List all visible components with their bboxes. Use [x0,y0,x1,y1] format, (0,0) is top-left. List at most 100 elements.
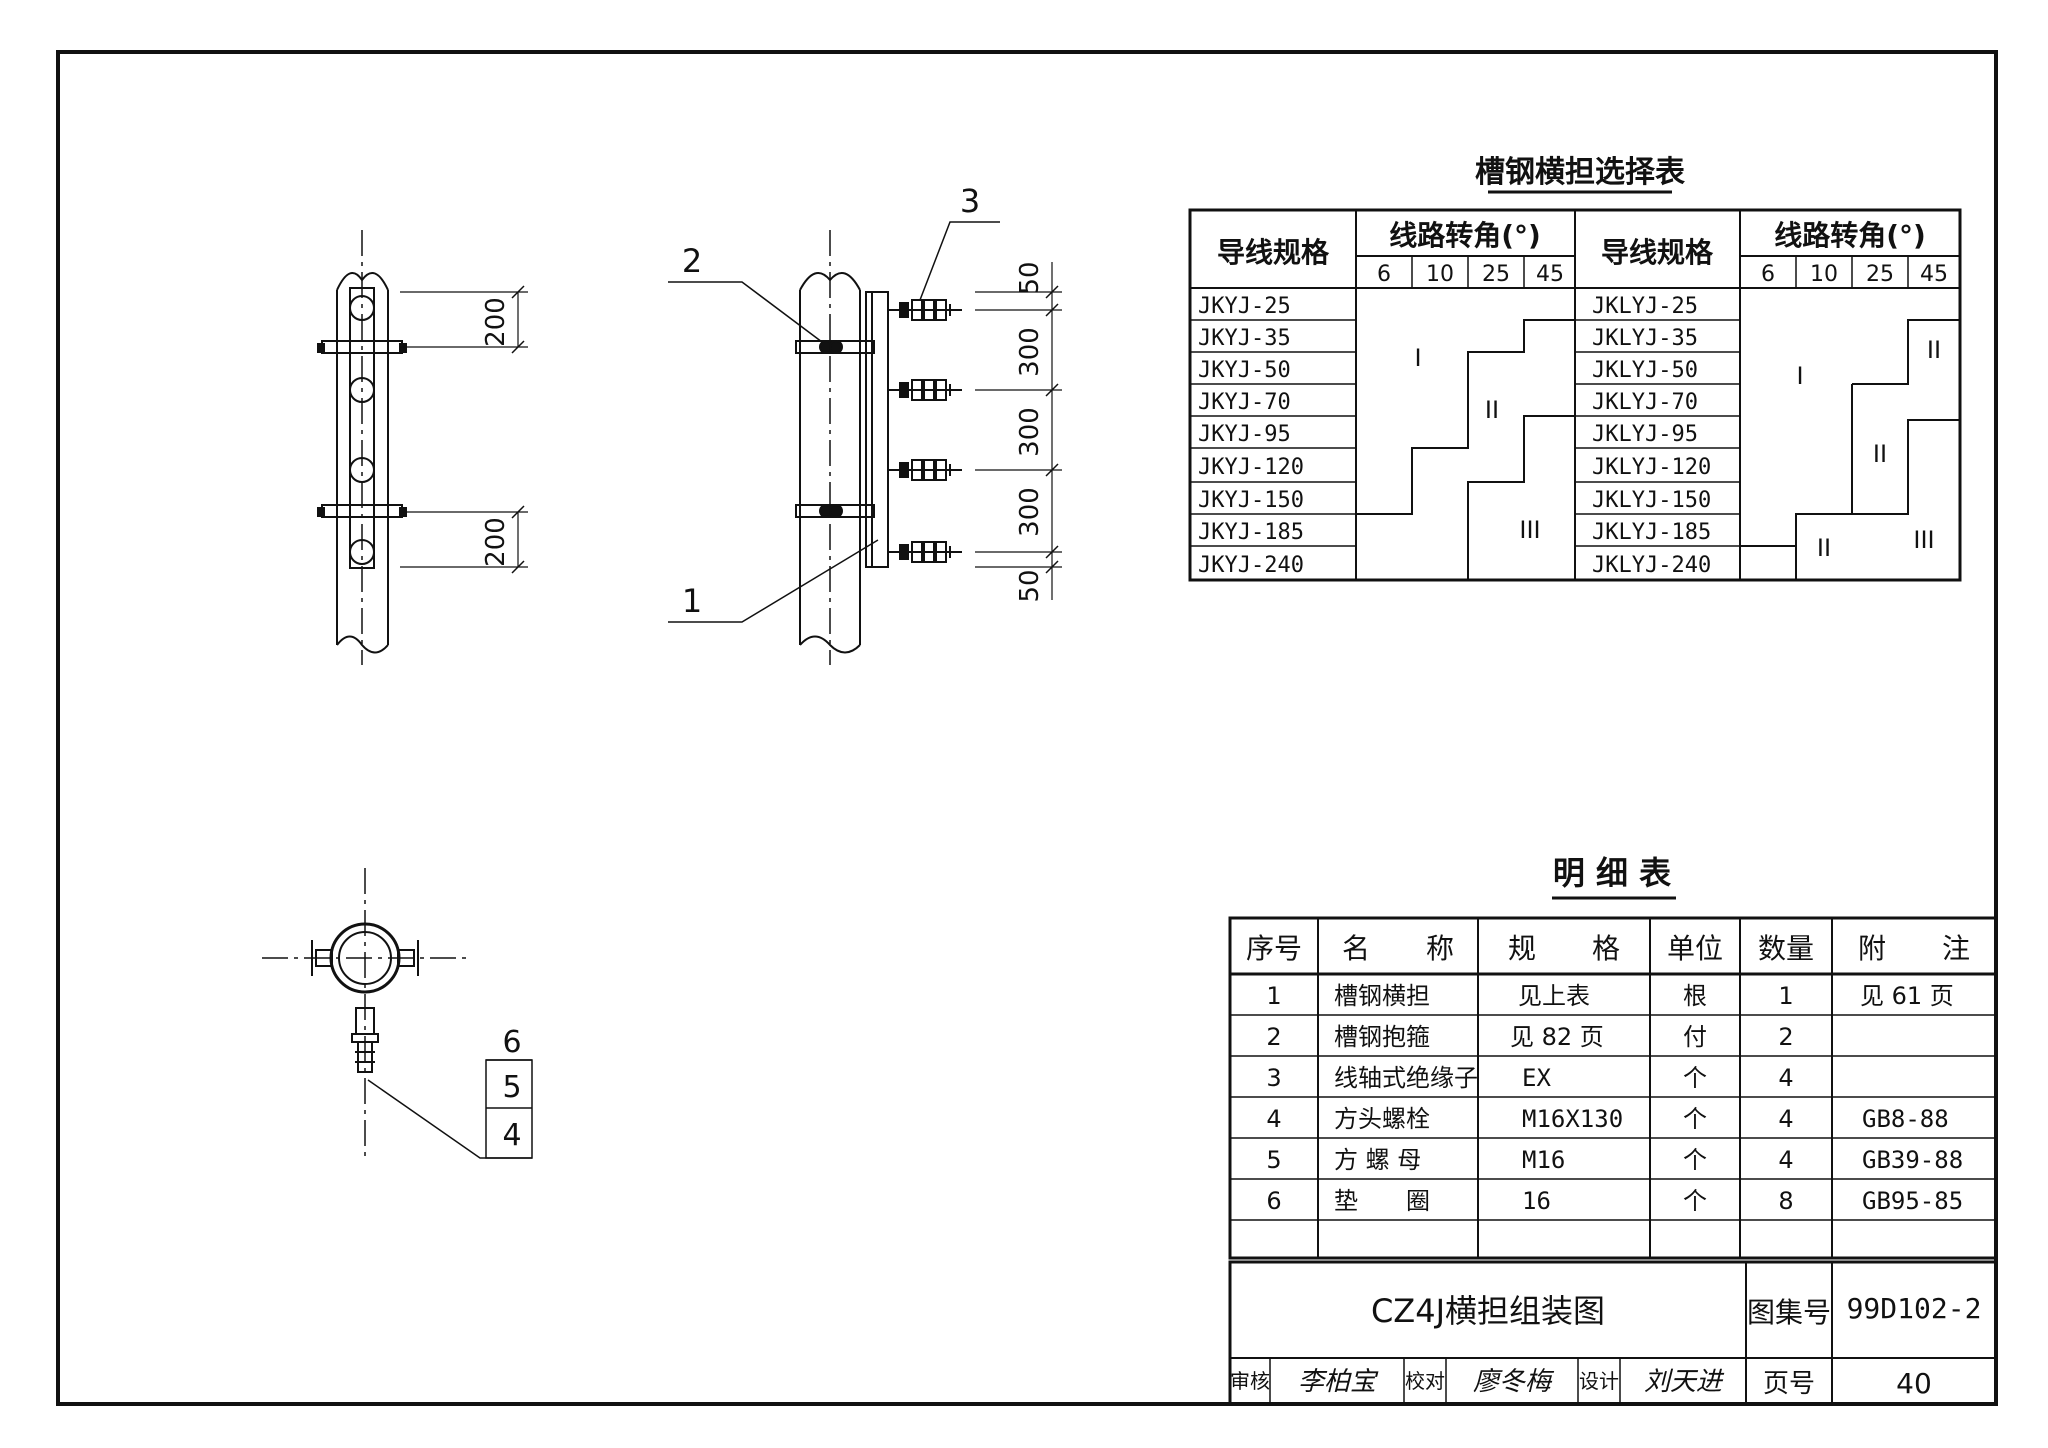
bom-cell: 见 82 页 [1510,1023,1604,1051]
spec-left: JKYJ-185 [1198,520,1304,545]
bom-cell: 1 [1778,982,1793,1010]
bom-cell: 2 [1266,1023,1281,1051]
bom-cell: 方头螺栓 [1334,1105,1430,1133]
spec-right: JKLYJ-35 [1592,326,1698,351]
bom-cell: 16 [1522,1187,1551,1215]
angle-25-right: 25 [1866,262,1894,287]
angle-10-right: 10 [1810,262,1838,287]
spec-right: JKLYJ-50 [1592,358,1698,383]
bom-cell: GB39-88 [1862,1146,1963,1174]
angle-6-right: 6 [1761,262,1775,287]
checker-label: 校对 [1405,1369,1445,1393]
bom-cell: 5 [1266,1146,1281,1174]
designer-label: 设计 [1579,1369,1619,1393]
page-number: 40 [1896,1367,1932,1400]
bom-cell: 个 [1683,1187,1707,1215]
header-angle-left: 线路转角(°) [1389,219,1541,252]
bom-cell: 方 螺 母 [1334,1146,1421,1174]
callout-3: 3 [960,182,980,220]
grade-label: II [1873,440,1887,468]
angle-6-left: 6 [1377,262,1391,287]
bom-header: 单位 [1667,932,1723,965]
spec-right: JKLYJ-150 [1592,488,1711,513]
title-block: CZ4J横担组装图 图集号 99D102-2 审核 李柏宝 校对 廖冬梅 设计 … [1228,1260,1998,1406]
checker-signature: 廖冬梅 [1473,1367,1555,1397]
plan-view [262,868,533,1160]
angle-45-left: 45 [1536,262,1564,287]
dim-200-upper: 200 [481,297,511,347]
bom-cell: M16 [1522,1146,1565,1174]
angle-45-right: 45 [1920,262,1948,287]
header-conductor-left: 导线规格 [1217,236,1330,269]
designer-signature: 刘天进 [1644,1367,1725,1397]
header-conductor-right: 导线规格 [1601,236,1714,269]
bom-cell: 槽钢横担 [1334,982,1430,1010]
bom-cell: 4 [1778,1146,1793,1174]
callout-1: 1 [682,582,702,620]
bom-header: 名 称 [1342,932,1454,965]
bom-cell: GB95-85 [1862,1187,1963,1215]
bom-cell: EX [1522,1064,1551,1092]
header-angle-right: 线路转角(°) [1774,219,1926,252]
bom-cell: 4 [1778,1064,1793,1092]
bom-cell: 4 [1266,1105,1281,1133]
spec-right: JKLYJ-95 [1592,422,1698,447]
spec-right: JKLYJ-120 [1592,455,1711,480]
bom-cell: 2 [1778,1023,1793,1051]
dim-200-lower: 200 [481,517,511,567]
drawing-title: CZ4J横担组装图 [1371,1292,1605,1330]
bom-header: 附 注 [1858,932,1970,965]
selection-table: 槽钢横担选择表 [1188,155,1962,582]
bom-cell: 见上表 [1518,982,1590,1010]
bom-cell: 见 61 页 [1860,982,1954,1010]
dim-300-c: 300 [1015,487,1045,537]
bom-cell: 4 [1778,1105,1793,1133]
bom-cell: 付 [1683,1023,1707,1051]
bom-cell: GB8-88 [1862,1105,1949,1133]
bom-cell: 个 [1683,1064,1707,1092]
dim-50-top: 50 [1015,261,1045,294]
spec-right: JKLYJ-240 [1592,553,1711,578]
bom-cell: M16X130 [1522,1105,1623,1133]
grade-label: II [1817,534,1831,562]
grade-label: II [1927,336,1941,364]
grade-label: II [1485,396,1499,424]
callout-6: 6 [502,1025,521,1060]
spec-right: JKLYJ-185 [1592,520,1711,545]
bom-cell: 个 [1683,1146,1707,1174]
grade-label: III [1913,526,1934,554]
page-label: 页号 [1763,1369,1815,1399]
atlas-number: 99D102-2 [1847,1292,1982,1325]
spec-left: JKYJ-50 [1198,358,1291,383]
bom-header: 数量 [1758,932,1814,965]
spec-right: JKLYJ-70 [1592,390,1698,415]
side-view [668,221,1062,665]
selection-table-title: 槽钢横担选择表 [1475,155,1685,190]
bom-header: 序号 [1246,932,1302,965]
bom-cell: 线轴式绝缘子 [1334,1064,1478,1092]
bom-cell: 6 [1266,1187,1281,1215]
reviewer-signature: 李柏宝 [1298,1367,1379,1397]
atlas-label: 图集号 [1747,1296,1831,1329]
spec-left: JKYJ-35 [1198,326,1291,351]
spec-left: JKYJ-25 [1198,294,1291,319]
bom-cell: 8 [1778,1187,1793,1215]
bom-table: 明 细 表 序号 名 称 规 格 单位 数量 附 注 [1228,854,1998,1260]
reviewer-label: 审核 [1230,1369,1270,1393]
grade-label: III [1519,516,1540,544]
spec-left: JKYJ-150 [1198,488,1304,513]
bom-title: 明 细 表 [1553,854,1671,892]
front-view [317,230,528,665]
bom-cell: 1 [1266,982,1281,1010]
spec-left: JKYJ-95 [1198,422,1291,447]
bom-cell: 根 [1683,982,1707,1010]
bom-cell: 3 [1266,1064,1281,1092]
grade-label: I [1414,344,1421,372]
bom-cell: 槽钢抱箍 [1334,1023,1430,1051]
bom-header: 规 格 [1508,932,1620,965]
dim-300-b: 300 [1015,407,1045,457]
dim-300-a: 300 [1015,327,1045,377]
spec-right: JKLYJ-25 [1592,294,1698,319]
spec-left: JKYJ-120 [1198,455,1304,480]
bom-cell: 个 [1683,1105,1707,1133]
